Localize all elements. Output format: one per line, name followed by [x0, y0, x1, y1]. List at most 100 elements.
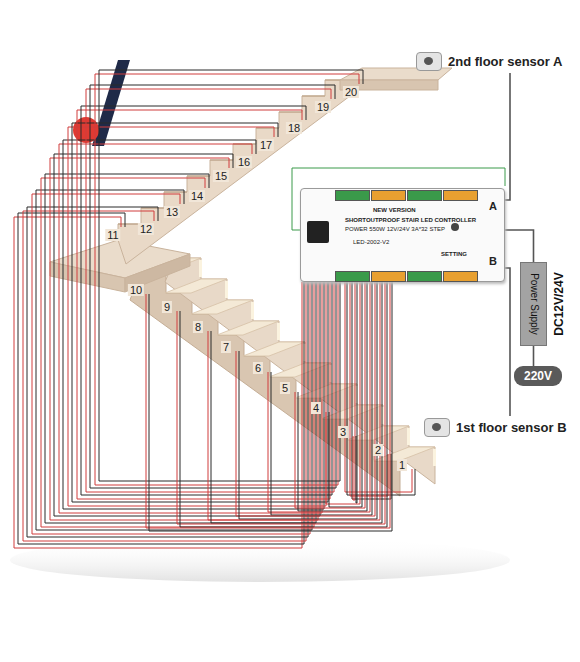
- callout-number: 14: [189, 190, 205, 202]
- power-supply-label: Power Supply: [528, 273, 539, 335]
- step-wire: [149, 282, 392, 531]
- lower-tread: [217, 321, 279, 335]
- lower-tread: [191, 300, 253, 314]
- step-wire: [329, 282, 362, 507]
- callout-number: 7: [221, 341, 231, 353]
- controller-box: NEW VERSION SHORTOUTPROOF STAIR LED CONTR…: [300, 188, 505, 282]
- sensor-lens: [432, 423, 441, 431]
- step-wire: [177, 282, 385, 524]
- callout-number: 1: [397, 459, 407, 471]
- step-wire: [326, 282, 360, 504]
- step-wire: [86, 89, 334, 492]
- landing-front: [50, 262, 125, 292]
- upper-tread-edge: [141, 207, 164, 208]
- wire-line: [505, 230, 534, 262]
- callout-number: 2: [373, 444, 383, 456]
- sensor-node: 2nd floor sensor A: [414, 50, 564, 73]
- terminal-block: [335, 190, 370, 201]
- step-light: [225, 281, 228, 298]
- callout-number: 19: [315, 101, 331, 113]
- controller-text: SETTING: [441, 251, 467, 258]
- step-wire: [14, 217, 302, 548]
- callout-number: 10: [128, 284, 144, 296]
- upper-tread-edge: [302, 95, 325, 96]
- power-supply-box: Power SupplyDC12V/24V: [520, 262, 547, 346]
- terminal-block: [443, 190, 478, 201]
- step-wire: [356, 282, 357, 503]
- callout-number: 13: [164, 206, 180, 218]
- sensor-node: 1st floor sensor B: [422, 416, 569, 439]
- upper-tread-edge: [256, 127, 279, 128]
- upper-tread-edge: [187, 175, 210, 176]
- sensor-icon: [416, 52, 442, 71]
- step-light: [277, 323, 280, 340]
- upper-flight: [118, 80, 350, 264]
- step-light: [433, 449, 436, 466]
- step-wire: [54, 154, 320, 516]
- step-light: [407, 428, 410, 445]
- setting-button: [451, 223, 459, 231]
- wire-line: [505, 73, 510, 200]
- callout-number: 9: [162, 301, 172, 313]
- step-wire: [72, 123, 328, 502]
- step-wire: [68, 127, 326, 506]
- lower-tread: [165, 279, 227, 293]
- power-terminal: [307, 221, 329, 243]
- upper-tread-edge: [210, 159, 233, 160]
- step-wire: [18, 213, 304, 544]
- step-wire: [295, 282, 365, 508]
- terminal-block: [335, 271, 370, 282]
- port-label: B: [489, 255, 497, 267]
- step-wire: [180, 282, 387, 527]
- callout-number: 5: [280, 382, 290, 394]
- upper-tread-edge: [279, 111, 302, 112]
- controller-text: SHORTOUTPROOF STAIR LED CONTROLLER: [345, 217, 476, 224]
- step-wire: [208, 282, 380, 520]
- step-wire: [81, 106, 332, 495]
- controller-text: NEW VERSION: [373, 207, 416, 214]
- step-light: [251, 302, 254, 319]
- voltage-label: DC12V/24V: [552, 272, 566, 335]
- terminal-block: [407, 190, 442, 201]
- controller-text: POWER 550W 12V/24V 3A*32 STEP: [345, 226, 445, 233]
- step-wire: [236, 282, 375, 516]
- wire-line: [505, 268, 510, 416]
- callout-number: 4: [311, 402, 321, 414]
- callout-number: 18: [286, 122, 302, 134]
- step-light: [199, 260, 202, 277]
- callout-number: 16: [236, 156, 252, 168]
- callout-number: 11: [105, 229, 120, 241]
- sensor-label: 2nd floor sensor A: [448, 54, 562, 69]
- step-wire: [239, 282, 377, 519]
- callout-number: 12: [138, 223, 154, 235]
- port-label: A: [489, 200, 497, 212]
- terminal-block: [371, 190, 406, 201]
- lower-tread: [243, 342, 305, 356]
- callout-number: 6: [253, 362, 263, 374]
- terminal-block: [371, 271, 406, 282]
- terminal-block: [443, 271, 478, 282]
- step-wire: [90, 85, 336, 488]
- mains-label: 220V: [524, 369, 552, 383]
- terminal-block: [407, 271, 442, 282]
- wire-connector: [505, 73, 510, 200]
- floor-shadow: [10, 538, 510, 582]
- wire-connector: [505, 268, 510, 416]
- sensor-label: 1st floor sensor B: [456, 420, 567, 435]
- sensor-icon: [424, 418, 450, 437]
- callout-number: 8: [193, 321, 203, 333]
- controller-text: LED-2002-V2: [353, 239, 389, 246]
- step-wire: [211, 282, 382, 523]
- step-wire: [59, 144, 322, 513]
- step-wire: [271, 282, 372, 515]
- step-wire: [146, 282, 390, 528]
- callout-number: 3: [338, 426, 348, 438]
- callout-number: 20: [343, 86, 359, 98]
- step-wire: [63, 140, 324, 509]
- step-wire: [353, 282, 355, 500]
- wire-line: [533, 346, 535, 366]
- callout-number: 15: [213, 170, 229, 182]
